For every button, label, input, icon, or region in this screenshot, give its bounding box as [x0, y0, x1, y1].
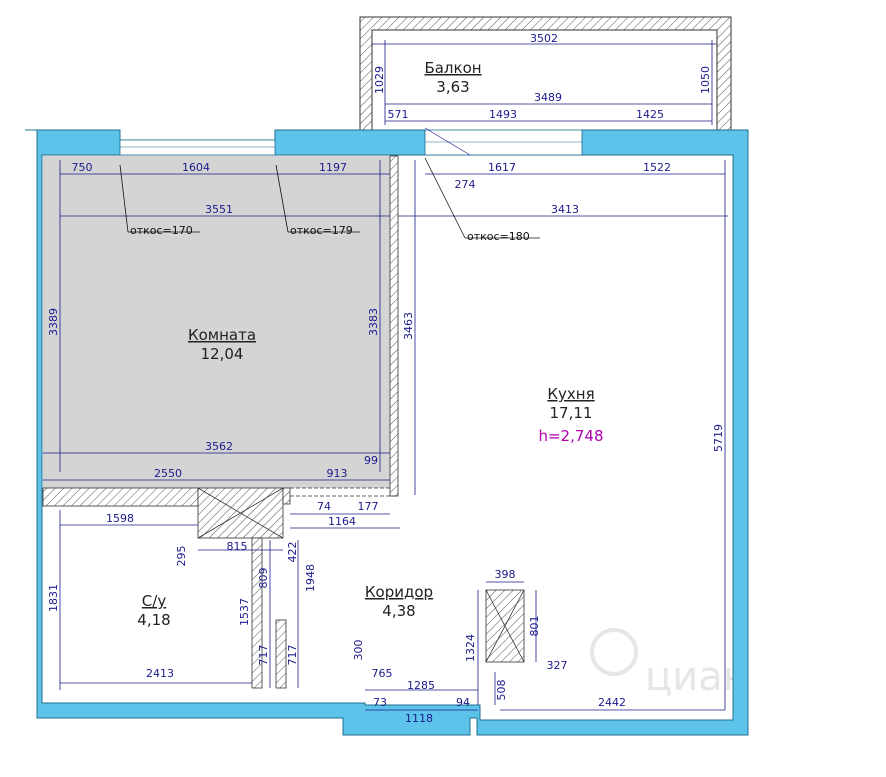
corridor-name: Коридор [365, 583, 433, 601]
dim-1604: 1604 [182, 161, 210, 174]
dim-2442: 2442 [598, 696, 626, 709]
dim-3562: 3562 [205, 440, 233, 453]
watermark-text: циан [645, 654, 749, 700]
dim-717a: 717 [257, 645, 270, 666]
dim-327: 327 [547, 659, 568, 672]
dim-1324: 1324 [464, 634, 477, 662]
callout-otkos-1: откос=170 [130, 224, 193, 237]
balcony-area: 3,63 [436, 78, 469, 96]
dim-3463: 3463 [402, 312, 415, 340]
dim-295: 295 [175, 546, 188, 567]
room-labels: Балкон 3,63 Комната 12,04 Кухня 17,11 h=… [137, 59, 603, 629]
dim-1617: 1617 [488, 161, 516, 174]
kitchen-area: 17,11 [550, 404, 593, 422]
dim-1029: 1029 [373, 66, 386, 94]
corridor-area: 4,38 [382, 602, 415, 620]
dim-300: 300 [352, 640, 365, 661]
bathroom-name: С/у [142, 592, 167, 610]
dim-717b: 717 [286, 645, 299, 666]
dim-177: 177 [358, 500, 379, 513]
dim-1948: 1948 [304, 564, 317, 592]
windows [119, 127, 583, 156]
dim-809: 809 [257, 568, 270, 589]
callout-otkos-3: откос=180 [467, 230, 530, 243]
dim-3551: 3551 [205, 203, 233, 216]
room-floor [43, 156, 390, 488]
dim-913: 913 [327, 467, 348, 480]
dim-1598: 1598 [106, 512, 134, 525]
dim-2413: 2413 [146, 667, 174, 680]
watermark: циан [590, 628, 749, 700]
dim-99: 99 [364, 454, 378, 467]
dim-3413: 3413 [551, 203, 579, 216]
dim-5719: 5719 [712, 424, 725, 452]
dim-508: 508 [495, 680, 508, 701]
room-area: 12,04 [201, 345, 244, 363]
dim-1164: 1164 [328, 515, 356, 528]
dim-1118: 1118 [405, 712, 433, 725]
dim-1537: 1537 [238, 598, 251, 626]
bathroom-area: 4,18 [137, 611, 170, 629]
dim-2550: 2550 [154, 467, 182, 480]
interior-walls [42, 155, 525, 689]
callout-leaders [119, 157, 540, 239]
dim-1522: 1522 [643, 161, 671, 174]
callout-otkos-2: откос=179 [290, 224, 353, 237]
dim-1285: 1285 [407, 679, 435, 692]
kitchen-name: Кухня [547, 385, 594, 403]
dim-1493: 1493 [489, 108, 517, 121]
dim-94: 94 [456, 696, 470, 709]
dim-571: 571 [388, 108, 409, 121]
balcony-name: Балкон [424, 59, 481, 77]
dim-1050: 1050 [699, 66, 712, 94]
dim-1425: 1425 [636, 108, 664, 121]
dim-3489: 3489 [534, 91, 562, 104]
dim-3389: 3389 [47, 308, 60, 336]
dimension-lines [43, 40, 728, 711]
dim-765: 765 [372, 667, 393, 680]
dim-274: 274 [455, 178, 476, 191]
dim-801: 801 [528, 616, 541, 637]
dim-73: 73 [373, 696, 387, 709]
dim-422: 422 [286, 542, 299, 563]
dim-1197: 1197 [319, 161, 347, 174]
dim-750: 750 [72, 161, 93, 174]
room-name: Комната [188, 326, 256, 344]
ceiling-height: h=2,748 [538, 427, 603, 445]
dim-74: 74 [317, 500, 331, 513]
dim-1831: 1831 [47, 584, 60, 612]
dim-3502: 3502 [530, 32, 558, 45]
dimension-labels: 3502 1029 1050 3489 571 1493 1425 750 16… [47, 32, 725, 725]
dim-815: 815 [227, 540, 248, 553]
dim-398: 398 [495, 568, 516, 581]
dim-3383: 3383 [367, 308, 380, 336]
